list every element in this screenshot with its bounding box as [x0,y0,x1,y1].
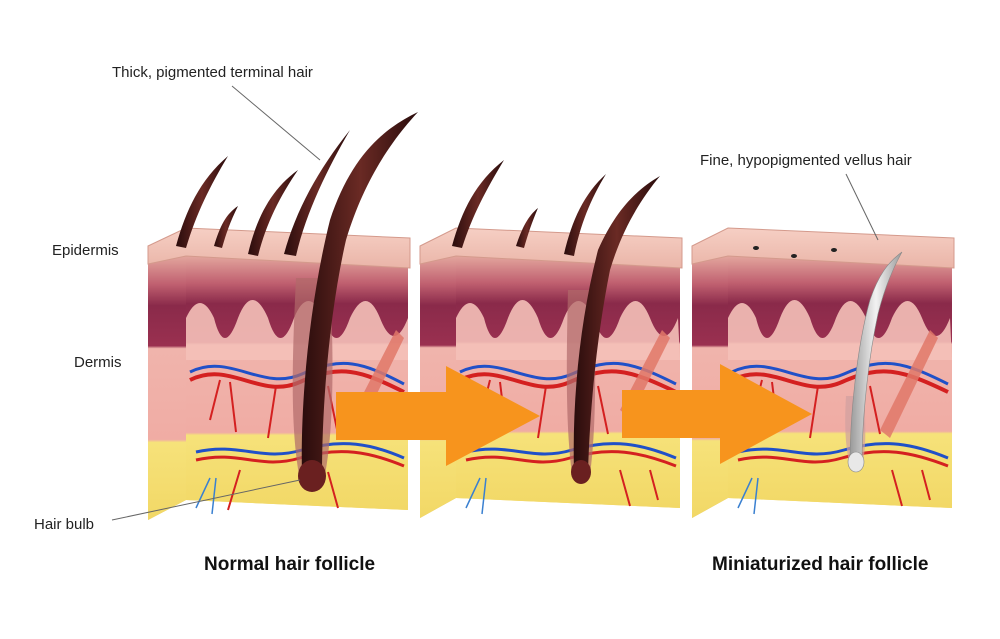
terminal-hair-leader [231,85,321,161]
epidermis-top [691,227,955,269]
capillaries [737,477,759,515]
follicle-pore [753,246,759,250]
skin-block-transitional [419,160,683,518]
dermal-papillae [728,300,952,360]
hair-bulb [298,460,326,492]
capillaries [465,477,487,515]
miniaturized-follicle-caption: Miniaturized hair follicle [712,554,929,575]
artery [737,450,949,468]
hair-bulb [571,460,591,484]
dermis-label: Dermis [74,354,122,371]
terminal-hair-label: Thick, pigmented terminal hair [112,64,313,81]
progression-arrow-2 [622,364,812,464]
hair-shaft [452,160,504,248]
artery [465,450,677,468]
hair-bulb-label: Hair bulb [34,516,95,533]
hair-shaft [248,170,298,256]
hair-shaft [284,130,350,256]
skin-block-normal [147,112,418,520]
terminal-hair-shaft [301,112,418,476]
medium-hair-shaft [573,176,660,472]
hair-shaft [564,174,606,256]
normal-follicle-caption: Normal hair follicle [204,554,376,575]
hair-bulb-leader [111,479,301,521]
vellus-hair-label: Fine, hypopigmented vellus hair [700,152,912,169]
arrector-pili-muscle [880,330,938,438]
hair-shaft [516,208,538,248]
arrector-pili-muscle [360,330,404,408]
vellus-hair-leader [845,173,879,241]
capillaries [209,379,339,439]
vellus-hair-shaft [849,251,903,465]
vein [737,442,949,460]
follicle-pore [791,254,797,258]
hair-shaft [176,156,228,248]
capillaries [195,477,217,515]
hair-bulb [847,451,865,473]
progression-arrow-1 [336,366,540,466]
capillaries [227,469,339,511]
epidermis-label: Epidermis [52,242,119,259]
hair-shaft [214,206,238,248]
skin-block-miniaturized [691,227,955,518]
capillaries [619,469,659,507]
capillaries [891,469,931,507]
follicle-pore [831,248,837,252]
